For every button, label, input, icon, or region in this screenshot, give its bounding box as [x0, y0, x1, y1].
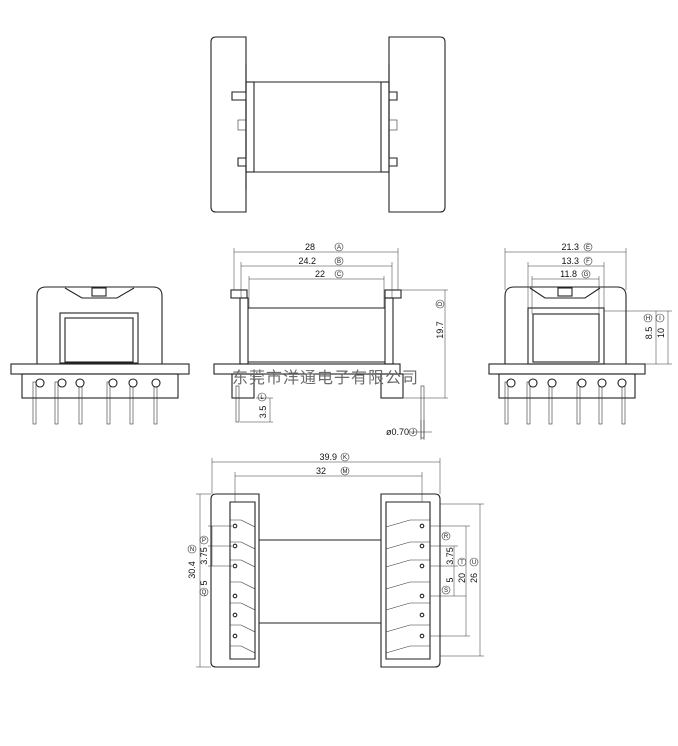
dim-d-label: D: [438, 301, 444, 306]
bottom-right-ribs: [385, 519, 430, 654]
right-dimensions: [504, 248, 672, 365]
company-watermark: 东莞市洋通电子有限公司: [232, 368, 419, 387]
dim-b-value: 24.2: [298, 256, 316, 266]
bottom-view: [210, 493, 441, 668]
dim-a-value: 28: [305, 242, 315, 252]
dim-i-label: I: [659, 316, 661, 322]
dim-f-value: 13.3: [561, 256, 579, 266]
dimension-labels: 28 A 24.2 B 22 C 19.7 D 3.5 L ø0.70 J 21…: [187, 242, 666, 597]
dim-f-label: F: [586, 259, 590, 265]
dim-e-value: 21.3: [561, 242, 579, 252]
dim-h-value: 8.5: [644, 327, 654, 340]
dim-j-value: ø0.70: [386, 427, 409, 437]
dim-a-label: A: [337, 245, 341, 251]
dim-s-label: S: [444, 588, 448, 594]
front-view: [213, 289, 425, 439]
dim-e-label: E: [586, 245, 590, 251]
dim-g-label: G: [584, 272, 589, 278]
dim-n-value: 30.4: [187, 561, 197, 579]
dim-k-value: 39.9: [319, 452, 337, 462]
dim-m-value: 32: [316, 466, 326, 476]
dim-b-label: B: [337, 259, 341, 265]
dim-g-value: 11.8: [560, 269, 577, 279]
dim-r-value: 3.75: [445, 547, 455, 565]
front-dimensions: [233, 248, 448, 440]
dim-q-value: 5: [199, 580, 209, 585]
dim-m-label: M: [343, 469, 348, 475]
dim-h-label: H: [646, 316, 650, 322]
left-end-pins: [32, 378, 161, 425]
dim-t-label: T: [460, 560, 464, 566]
dim-u-value: 26: [469, 573, 479, 583]
right-end-pins: [504, 378, 627, 425]
dim-t-value: 20: [457, 573, 467, 583]
dim-p-label: P: [202, 538, 206, 544]
dim-l-value: 3.5: [258, 406, 268, 419]
right-end-view: [488, 286, 646, 425]
dim-d-value: 19.7: [435, 321, 445, 339]
dim-j-label: J: [412, 430, 415, 436]
dim-n-label: N: [190, 547, 194, 553]
dim-u-label: U: [472, 560, 476, 566]
bottom-left-ribs: [230, 519, 256, 654]
dim-c-value: 22: [315, 269, 325, 279]
dim-p-value: 3.75: [199, 547, 209, 565]
bottom-dimensions: [196, 458, 484, 668]
top-view: [210, 36, 446, 213]
dim-r-label: R: [444, 534, 449, 540]
dim-l-label: L: [260, 395, 264, 401]
left-end-view: [10, 286, 190, 425]
dim-q-label: Q: [202, 590, 207, 596]
dim-i-value: 10: [656, 328, 666, 338]
dim-k-label: K: [343, 455, 347, 461]
dim-s-value: 5: [445, 577, 455, 582]
dim-c-label: C: [337, 272, 342, 278]
